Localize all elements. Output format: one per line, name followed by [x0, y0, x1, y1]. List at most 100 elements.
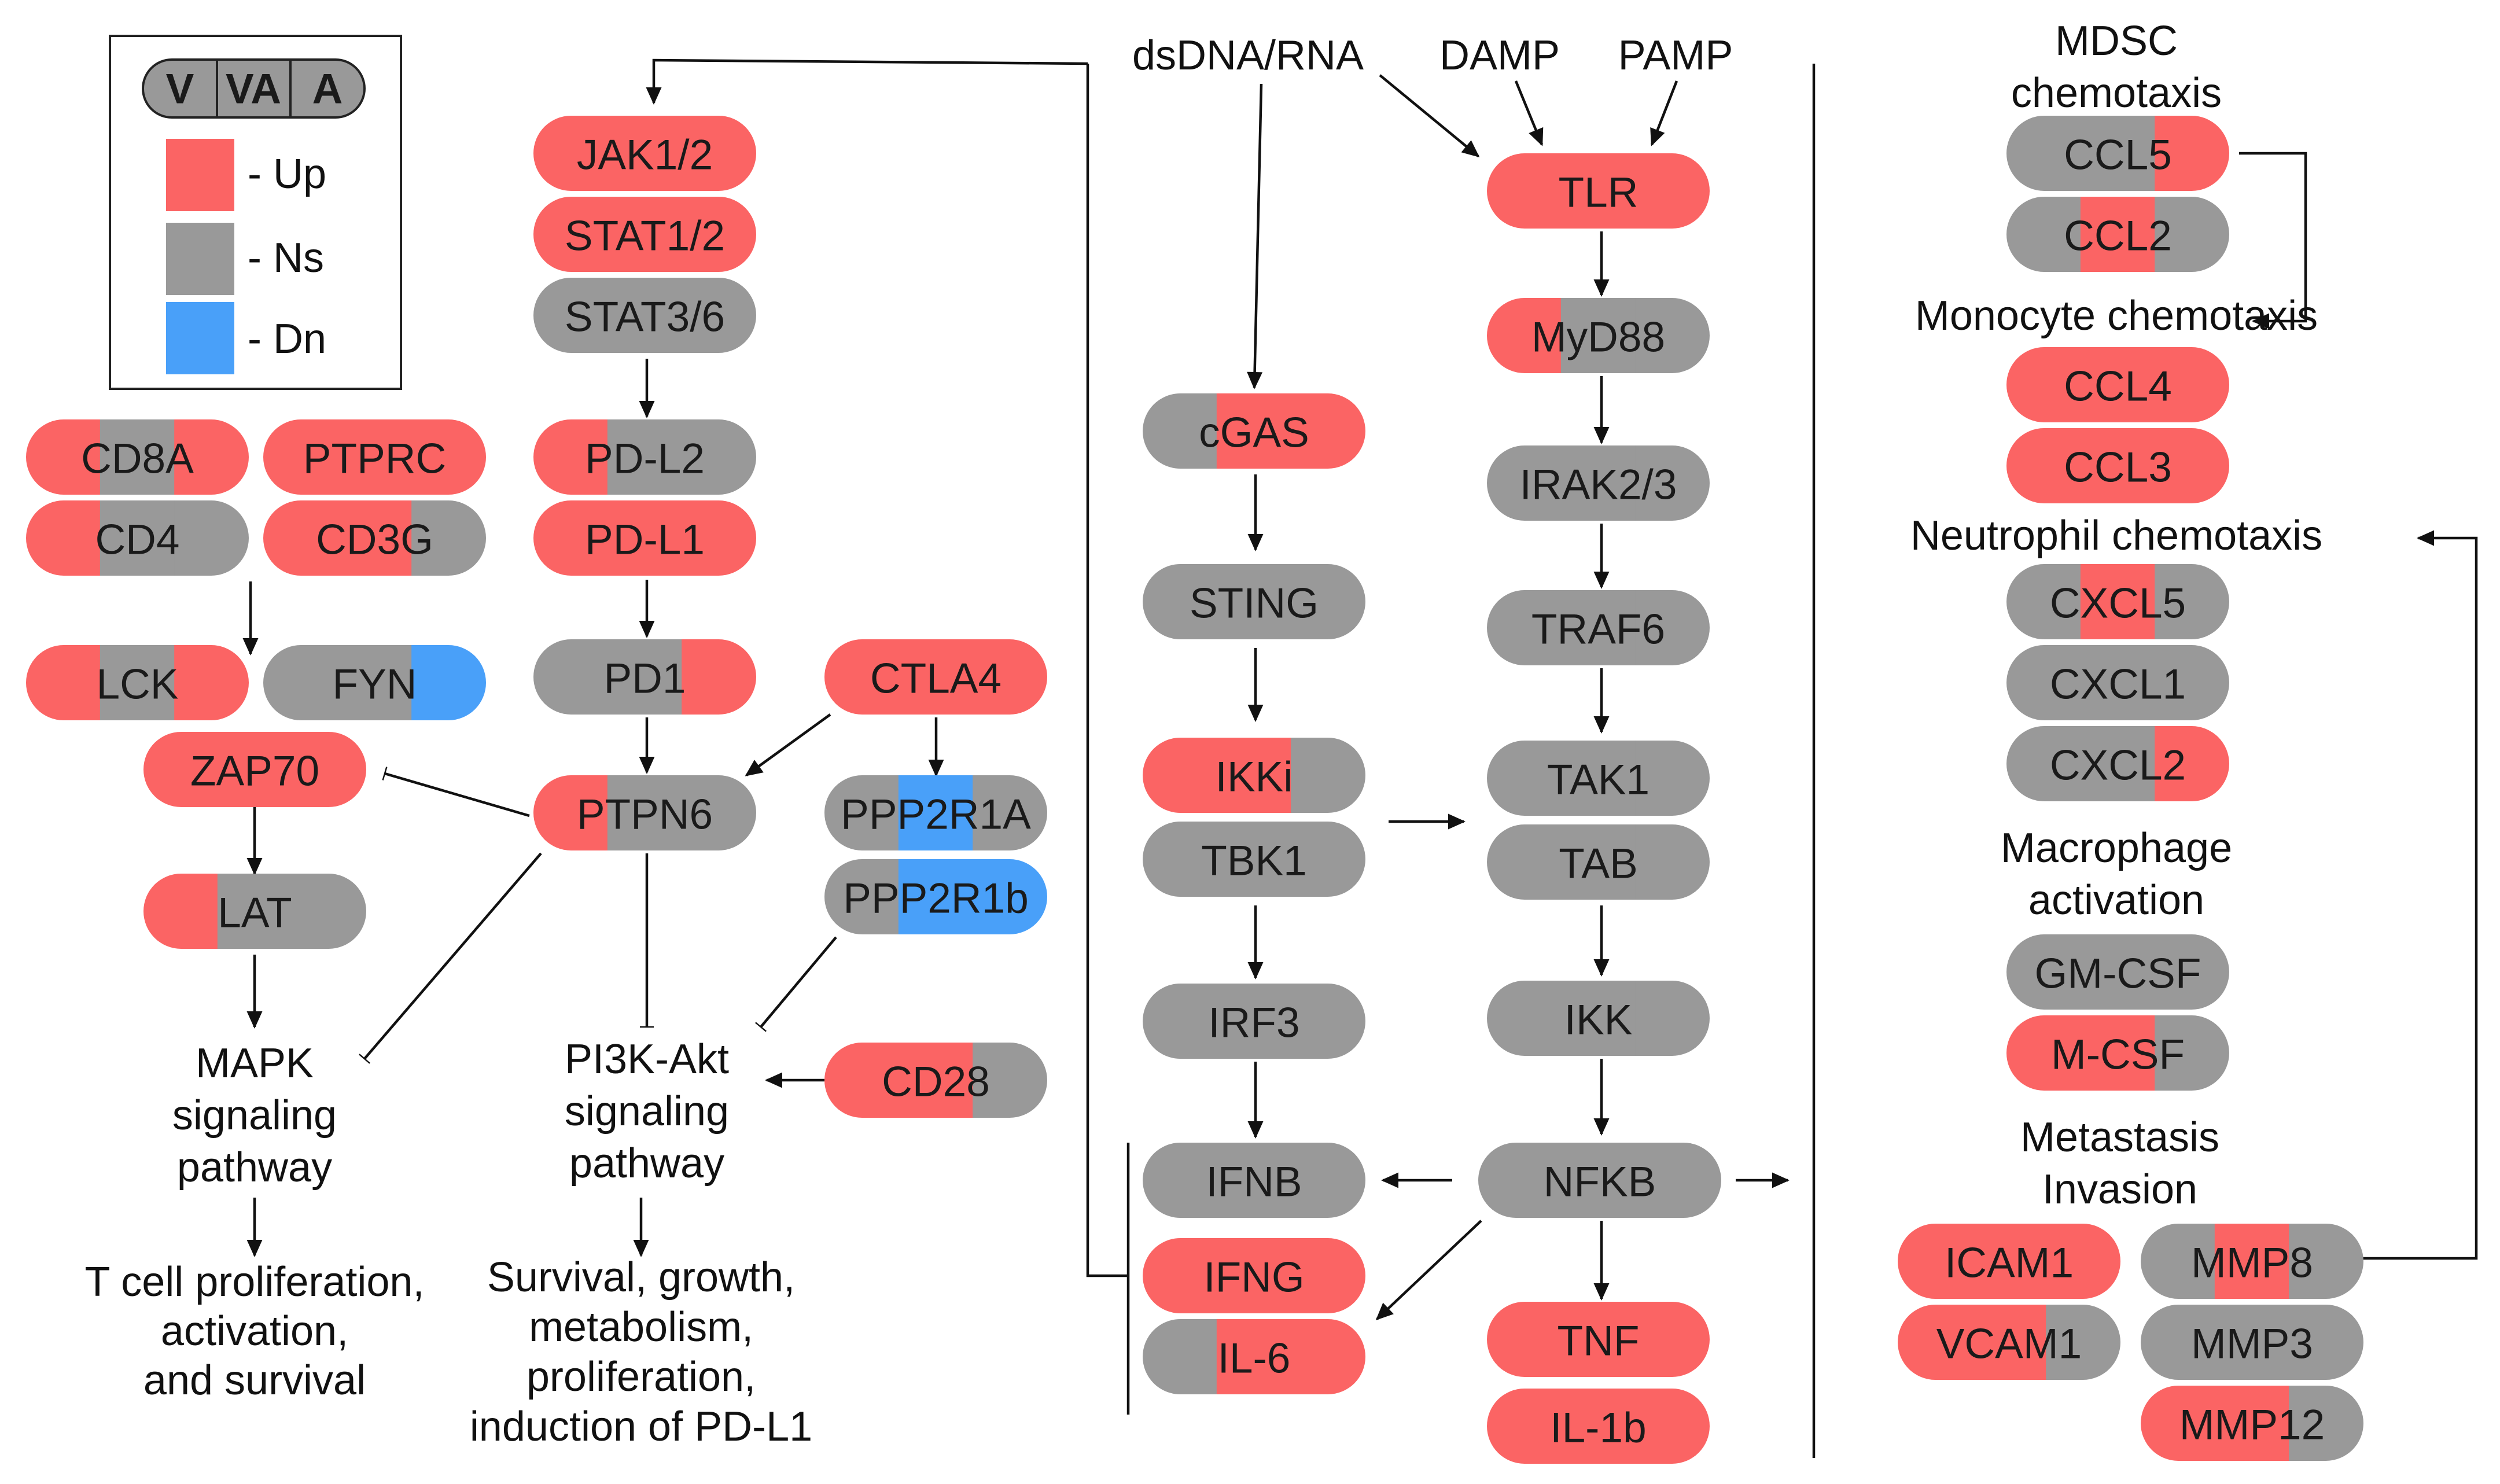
- node-cxcl2-label: CXCL2: [2050, 742, 2186, 789]
- node-ctla4-label: CTLA4: [870, 656, 1002, 702]
- legend-item-ns: - Ns: [166, 223, 324, 295]
- node-ikki-segment-2: [1216, 738, 1292, 813]
- node-tnf-segment-2: [1560, 1302, 1636, 1377]
- node-icam1: ICAM1: [1898, 1224, 2120, 1299]
- node-mmp8-segment-2: [2214, 1224, 2290, 1299]
- arrow-dsdna-to-tlr: [1379, 74, 1480, 157]
- node-lat-label: LAT: [218, 890, 292, 937]
- node-cd28: CD28: [824, 1043, 1047, 1118]
- arrow-damp-to-tlr: [1514, 80, 1544, 146]
- node-ccl2: CCL2: [2006, 197, 2229, 272]
- node-cxcl1-segment-2: [2080, 645, 2156, 720]
- arrow-nfkb-to-il6: [1375, 1220, 1482, 1321]
- node-tbk1-segment-1: [1143, 822, 1218, 897]
- node-ikk-segment-2: [1560, 981, 1636, 1056]
- node-tbk1-label: TBK1: [1201, 838, 1307, 885]
- node-stat12-segment-1: [533, 197, 609, 272]
- node-ppp2r1b-segment-1: [824, 859, 900, 934]
- svg-text:signaling: signaling: [565, 1088, 729, 1135]
- node-stat12: STAT1/2: [533, 197, 756, 272]
- node-ccl2-segment-2: [2080, 197, 2156, 272]
- node-ccl4-segment-1: [2006, 347, 2082, 422]
- svg-text:metabolism,: metabolism,: [529, 1304, 753, 1350]
- node-fyn: FYN: [263, 645, 486, 720]
- node-ccl3-segment-1: [2006, 428, 2082, 503]
- node-sting: STING: [1143, 564, 1365, 639]
- node-ifnb-segment-1: [1143, 1143, 1218, 1218]
- node-tlr-label: TLR: [1559, 170, 1639, 216]
- legend-label-dn: - Dn: [248, 316, 326, 362]
- node-ifng-label: IFNG: [1203, 1254, 1304, 1301]
- node-ifng-segment-3: [1291, 1238, 1365, 1313]
- node-tlr-segment-1: [1487, 153, 1562, 229]
- node-myd88-segment-1: [1487, 298, 1562, 373]
- svg-text:pathway: pathway: [569, 1140, 724, 1187]
- node-fyn-label: FYN: [333, 661, 417, 708]
- node-myd88-segment-2: [1560, 298, 1636, 373]
- node-ppp2r1b: PPP2R1b: [824, 859, 1047, 934]
- node-ccl3: CCL3: [2006, 428, 2229, 503]
- label-mapk: MAPK signaling pathway: [172, 1040, 337, 1191]
- label-mdsc-chemotaxis: MDSC chemotaxis: [2011, 18, 2222, 116]
- node-mcsf-segment-2: [2080, 1015, 2156, 1091]
- node-mmp8-segment-1: [2141, 1224, 2216, 1299]
- node-ppp2r1a-label: PPP2R1A: [841, 791, 1031, 838]
- node-ptprc-segment-1: [263, 419, 338, 495]
- node-lck-segment-2: [100, 645, 175, 720]
- legend-header-v: V: [166, 66, 194, 113]
- node-pdl1-segment-2: [607, 500, 683, 576]
- node-gmcsf-segment-2: [2080, 934, 2156, 1010]
- node-ccl2-segment-1: [2006, 197, 2082, 272]
- svg-text:proliferation,: proliferation,: [526, 1354, 756, 1400]
- node-lat-segment-2: [217, 874, 293, 949]
- svg-text:signaling: signaling: [172, 1092, 337, 1139]
- legend-label-up: - Up: [248, 151, 326, 197]
- node-irf3-segment-3: [1291, 984, 1365, 1059]
- node-ppp2r1a-segment-1: [824, 775, 900, 850]
- node-ccl3-segment-3: [2155, 428, 2229, 503]
- node-traf6-label: TRAF6: [1531, 606, 1665, 653]
- node-cgas-segment-2: [1216, 393, 1292, 469]
- legend-item-dn: - Dn: [166, 302, 326, 374]
- label-pamp: PAMP: [1618, 32, 1733, 79]
- node-ccl5-segment-2: [2080, 116, 2156, 191]
- node-vcam1-label: VCAM1: [1936, 1321, 2082, 1368]
- legend-header: V VA A: [142, 58, 366, 119]
- node-gmcsf-segment-3: [2155, 934, 2229, 1010]
- label-tcell-outcome: T cell proliferation, activation, and su…: [85, 1259, 425, 1404]
- node-il1b-segment-2: [1560, 1389, 1636, 1464]
- node-icam1-label: ICAM1: [1945, 1240, 2074, 1287]
- node-ctla4: CTLA4: [824, 639, 1047, 715]
- svg-text:activation: activation: [2028, 877, 2204, 923]
- node-zap70: ZAP70: [143, 732, 366, 807]
- node-cxcl2-segment-3: [2155, 726, 2229, 801]
- node-cd3g-label: CD3G: [316, 517, 433, 564]
- node-lck: LCK: [26, 645, 249, 720]
- node-cd8a-label: CD8A: [81, 436, 194, 483]
- svg-text:MAPK: MAPK: [196, 1040, 314, 1087]
- legend-swatch-ns: [166, 223, 234, 295]
- node-ptpn6: PTPN6: [533, 775, 756, 850]
- node-ctla4-segment-1: [824, 639, 900, 715]
- node-gmcsf-label: GM-CSF: [2035, 951, 2201, 997]
- node-tab-segment-2: [1560, 824, 1636, 900]
- node-ptpn6-segment-3: [682, 775, 756, 850]
- node-irak23-segment-2: [1560, 445, 1636, 521]
- node-cxcl5: CXCL5: [2006, 564, 2229, 639]
- node-cd3g-segment-1: [263, 500, 338, 576]
- node-ctla4-segment-3: [973, 639, 1047, 715]
- node-tab-label: TAB: [1559, 841, 1638, 888]
- node-jak12-segment-2: [607, 116, 683, 191]
- node-ifnb-segment-2: [1216, 1143, 1292, 1218]
- node-nfkb-segment-2: [1559, 1143, 1641, 1218]
- node-il6-segment-1: [1143, 1319, 1218, 1394]
- node-tak1: TAK1: [1487, 741, 1710, 816]
- node-ikki-label: IKKi: [1216, 754, 1293, 801]
- node-ikk: IKK: [1487, 981, 1710, 1056]
- node-cxcl5-segment-1: [2006, 564, 2082, 639]
- node-tak1-segment-3: [1635, 741, 1710, 816]
- node-icam1-segment-1: [1898, 1224, 1973, 1299]
- node-nfkb: NFKB: [1478, 1143, 1721, 1218]
- node-ptprc: PTPRC: [263, 419, 486, 495]
